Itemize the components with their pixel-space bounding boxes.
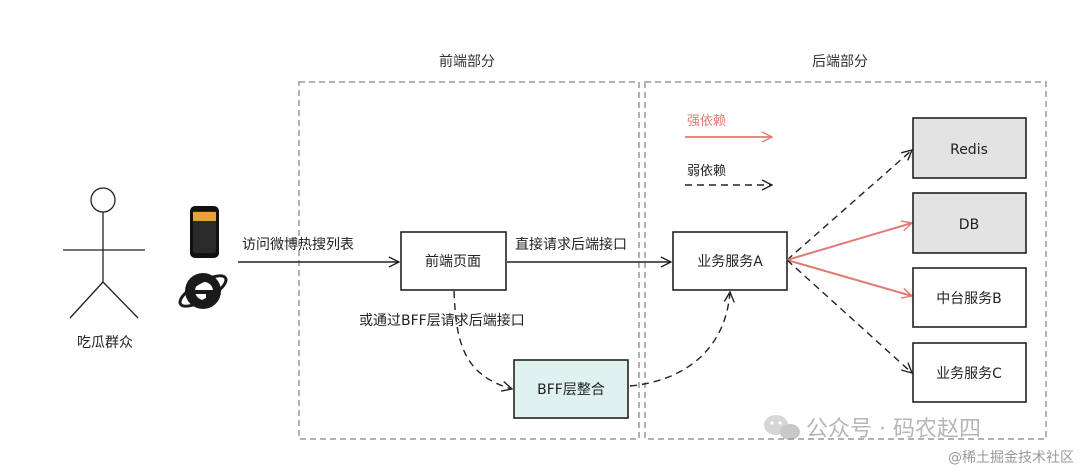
frontend-region	[298, 81, 640, 440]
db-node	[912, 192, 1027, 254]
middle-b-node	[912, 267, 1027, 328]
backend-region	[644, 81, 1047, 440]
frontend-page-node	[400, 231, 507, 291]
service-a-to-service-c-arrow	[786, 259, 912, 373]
redis-label: Redis	[950, 142, 988, 158]
bff-path-label: 或通过BFF层请求后端接口	[359, 312, 525, 329]
direct-request-label: 直接请求后端接口	[515, 236, 627, 253]
service-a-to-db-arrow	[786, 223, 912, 261]
wechat-icon	[764, 415, 800, 440]
backend-region-title: 后端部分	[812, 54, 868, 70]
bff-node	[513, 359, 629, 419]
bff-label: BFF层整合	[537, 382, 605, 398]
visit-label: 访问微博热搜列表	[242, 236, 354, 253]
service-a-node	[672, 231, 788, 291]
service-c-label: 业务服务C	[936, 366, 1002, 382]
frontend-to-bff-arrow	[453, 290, 512, 389]
middle-b-label: 中台服务B	[936, 291, 1002, 307]
redis-node	[912, 117, 1027, 179]
juejin-watermark: @稀土掘金技术社区	[948, 450, 1074, 466]
frontend-page-label: 前端页面	[425, 253, 481, 270]
frontend-region-title: 前端部分	[439, 53, 495, 70]
service-a-label: 业务服务A	[697, 254, 763, 270]
actor-label: 吃瓜群众	[77, 335, 133, 351]
legend-weak-label: 弱依赖	[687, 164, 726, 179]
phone-icon	[190, 206, 219, 258]
service-a-to-redis-arrow	[786, 150, 912, 261]
user-actor-icon	[63, 187, 145, 319]
bff-to-service-a-arrow	[629, 292, 730, 387]
legend-strong-label: 强依赖	[687, 114, 726, 129]
ie-browser-icon	[178, 273, 228, 309]
service-a-to-middle-b-arrow	[786, 259, 912, 296]
service-c-node	[912, 342, 1027, 403]
wechat-watermark: 公众号 · 码农赵四	[806, 417, 981, 442]
db-label: DB	[959, 217, 979, 233]
